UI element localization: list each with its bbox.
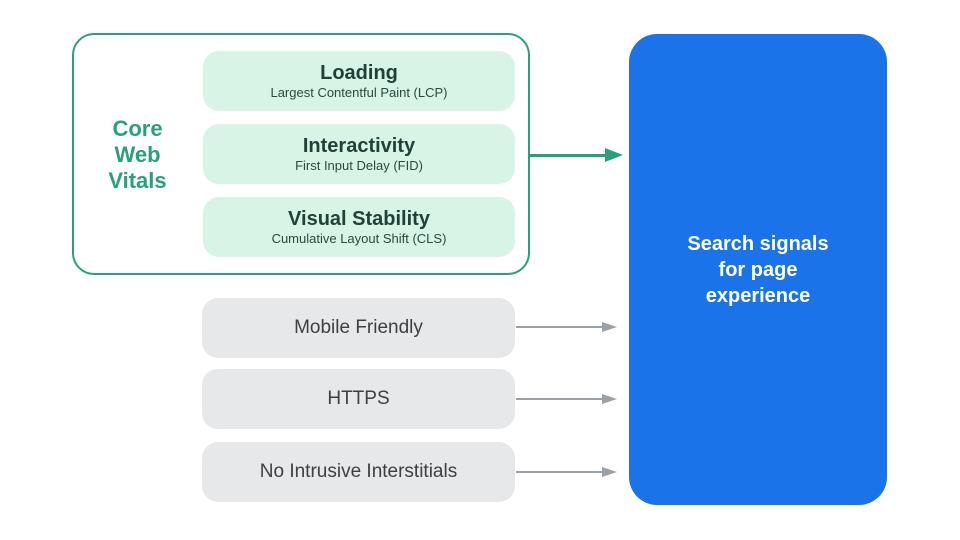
vital-card-subtitle: First Input Delay (FID) (295, 158, 423, 173)
https-arrow-head-icon (602, 393, 617, 404)
core-web-vitals-label-line: Web (114, 142, 161, 167)
result-text-line: for page (718, 258, 798, 281)
core-web-vitals-label: Core Web Vitals (72, 116, 203, 194)
vital-card-subtitle: Largest Contentful Paint (LCP) (270, 85, 448, 100)
vital-card-interactivity: Interactivity First Input Delay (FID) (203, 124, 515, 184)
result-text-line: experience (705, 284, 811, 307)
mobile-friendly-arrow-line (516, 326, 603, 328)
vital-card-subtitle: Cumulative Layout Shift (CLS) (271, 231, 447, 246)
signal-label: No Intrusive Interstitials (259, 461, 458, 482)
vital-card-visual-stability: Visual Stability Cumulative Layout Shift… (203, 197, 515, 257)
signal-pill-mobile-friendly: Mobile Friendly (202, 298, 515, 358)
core-web-vitals-label-line: Core (112, 116, 163, 141)
no-intrusive-interstitials-arrow-head-icon (602, 466, 617, 477)
vital-card-title: Visual Stability (288, 208, 430, 230)
core-web-vitals-label-line: Vitals (108, 168, 167, 193)
signal-label: HTTPS (327, 388, 390, 409)
signal-pill-https: HTTPS (202, 369, 515, 429)
https-arrow-line (516, 398, 603, 400)
vital-card-loading: Loading Largest Contentful Paint (LCP) (203, 51, 515, 111)
vital-card-title: Interactivity (302, 135, 416, 157)
mobile-friendly-arrow-head-icon (602, 321, 617, 332)
search-signals-result-box: Search signals for page experience (629, 34, 887, 505)
signal-pill-no-intrusive-interstitials: No Intrusive Interstitials (202, 442, 515, 502)
no-intrusive-interstitials-arrow-line (516, 471, 603, 473)
result-text-line: Search signals (687, 232, 829, 255)
signal-label: Mobile Friendly (294, 317, 423, 338)
vital-card-title: Loading (320, 62, 398, 84)
core-web-vitals-arrow-line (530, 153, 606, 157)
core-web-vitals-arrow-head-icon (605, 148, 623, 162)
